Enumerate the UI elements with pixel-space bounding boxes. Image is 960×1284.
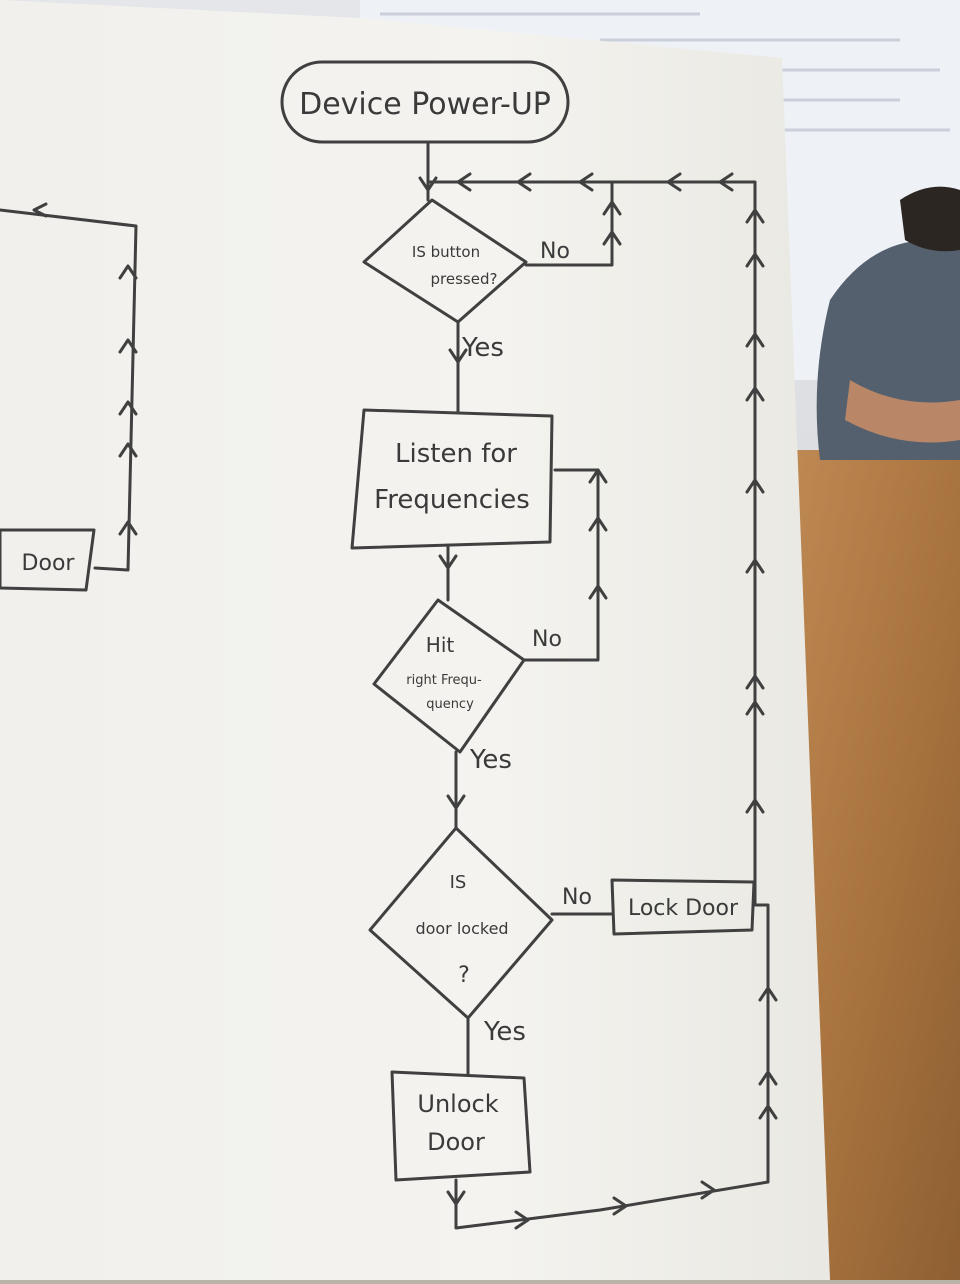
decision2-yes-label: Yes	[469, 745, 512, 775]
decision1-line1: IS button	[412, 243, 480, 261]
decision3-yes-label: Yes	[483, 1017, 526, 1047]
unlock-line1: Unlock	[417, 1090, 498, 1118]
lock-door-box	[610, 878, 756, 936]
no-loop-decision1	[524, 180, 614, 267]
decision2-line3: quency	[426, 697, 474, 712]
decision3-no-label: No	[562, 885, 592, 910]
paper-sheet	[0, 0, 830, 1280]
listen-line1: Listen for	[395, 439, 517, 469]
flowchart: Device Power-UP IS button pressed? No Ye…	[0, 60, 778, 1230]
listen-line2: Frequencies	[374, 485, 530, 515]
decision3-line1: IS	[450, 872, 467, 893]
left-partial-box-label: Door	[22, 551, 76, 576]
decision1-no-label: No	[540, 239, 570, 264]
left-partial-loop	[0, 208, 138, 572]
start-terminator	[280, 60, 570, 144]
background-person	[816, 186, 960, 460]
decision2-line2: right Frequ-	[406, 673, 482, 688]
decision2-no-label: No	[532, 627, 562, 652]
decision3-line2: door locked	[415, 919, 508, 938]
listen-box	[350, 408, 554, 550]
unlock-door-box	[390, 1070, 532, 1182]
decision1-line2: pressed?	[431, 270, 498, 288]
no-loop-decision2	[522, 468, 600, 662]
decision1-yes-label: Yes	[461, 333, 504, 363]
right-return-arrowheads	[745, 208, 778, 1120]
lock-door-label: Lock Door	[628, 896, 739, 921]
unlock-line2: Door	[427, 1128, 485, 1156]
left-partial-box	[0, 528, 96, 592]
top-return-line	[426, 180, 757, 907]
decision-right-frequency	[372, 598, 526, 754]
decision3-line3: ?	[458, 963, 470, 988]
start-label: Device Power-UP	[299, 87, 551, 122]
decision2-line1: Hit	[426, 633, 455, 657]
